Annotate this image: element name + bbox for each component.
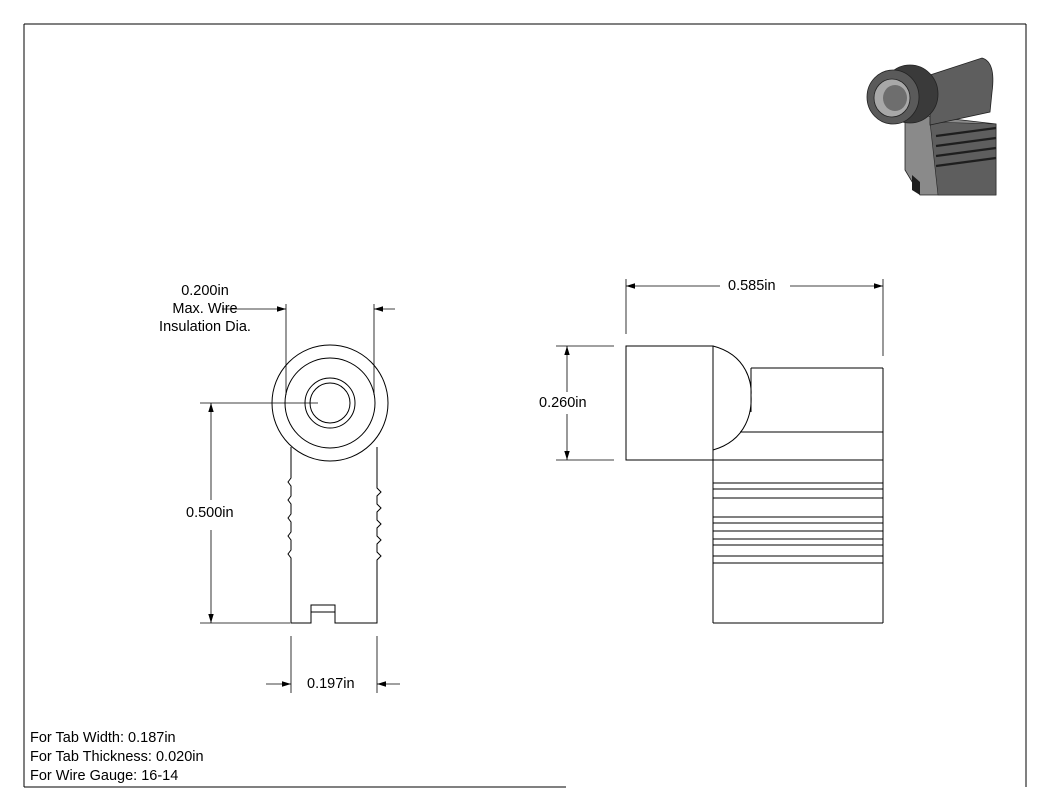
- side-width-dimension: 0.585in: [728, 278, 776, 294]
- side-height-dimension: 0.260in: [539, 395, 587, 411]
- insulation-dia-label-line2: Insulation Dia.: [159, 319, 251, 335]
- side-view: [625, 345, 884, 624]
- note-tab-thickness: For Tab Thickness: 0.020in: [30, 749, 204, 765]
- insulation-dia-label-line1: Max. Wire: [172, 301, 238, 317]
- isometric-view: [866, 57, 997, 196]
- insulation-dia-value: 0.200in: [181, 283, 229, 299]
- height-dimension: 0.500in: [186, 505, 234, 521]
- side-dimension-lines: [556, 279, 884, 461]
- note-tab-width: For Tab Width: 0.187in: [30, 730, 176, 746]
- note-wire-gauge: For Wire Gauge: 16-14: [30, 768, 179, 784]
- width-dimension: 0.197in: [307, 676, 355, 692]
- sheet-border: [23, 23, 1027, 788]
- front-view: [271, 344, 389, 624]
- front-dimension-lines: [200, 304, 400, 693]
